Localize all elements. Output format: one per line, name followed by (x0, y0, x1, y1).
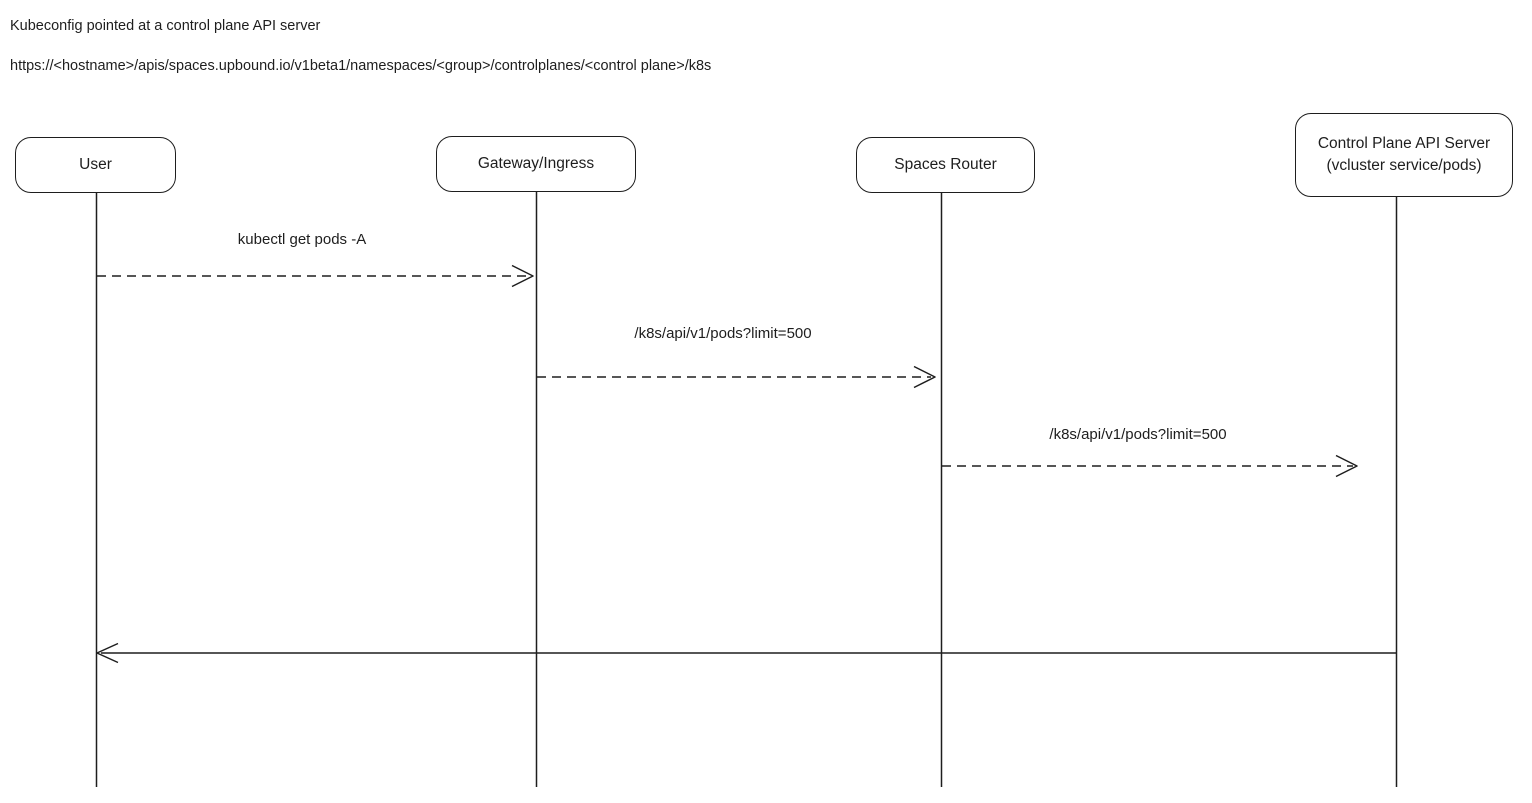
message-arrowhead-3 (1335, 454, 1358, 478)
message-label-2: /k8s/api/v1/pods?limit=500 (634, 325, 812, 342)
diagram-title: Kubeconfig pointed at a control plane AP… (10, 18, 321, 34)
actor-box-spaces-router: Spaces Router (856, 137, 1035, 193)
message-arrowhead-1 (511, 264, 534, 288)
message-label-3: /k8s/api/v1/pods?limit=500 (1049, 426, 1227, 443)
actor-box-user: User (15, 137, 176, 193)
actor-box-gateway: Gateway/Ingress (436, 136, 636, 192)
actor-label-user: User (79, 156, 112, 173)
kubeconfig-url-text: https://<hostname>/apis/spaces.upbound.i… (10, 58, 712, 74)
actor-label-control-plane: Control Plane API Server (1317, 135, 1491, 152)
message-label-1: kubectl get pods -A (237, 231, 367, 248)
message-arrowhead-2 (913, 365, 936, 389)
actor-label-spaces-router: Spaces Router (894, 156, 997, 173)
actor-label-gateway: Gateway/Ingress (477, 155, 595, 172)
actor-box-control-plane: Control Plane API Server (vcluster servi… (1295, 113, 1513, 197)
return-arrowhead (96, 642, 119, 664)
actor-sublabel-control-plane: (vcluster service/pods) (1326, 157, 1482, 174)
